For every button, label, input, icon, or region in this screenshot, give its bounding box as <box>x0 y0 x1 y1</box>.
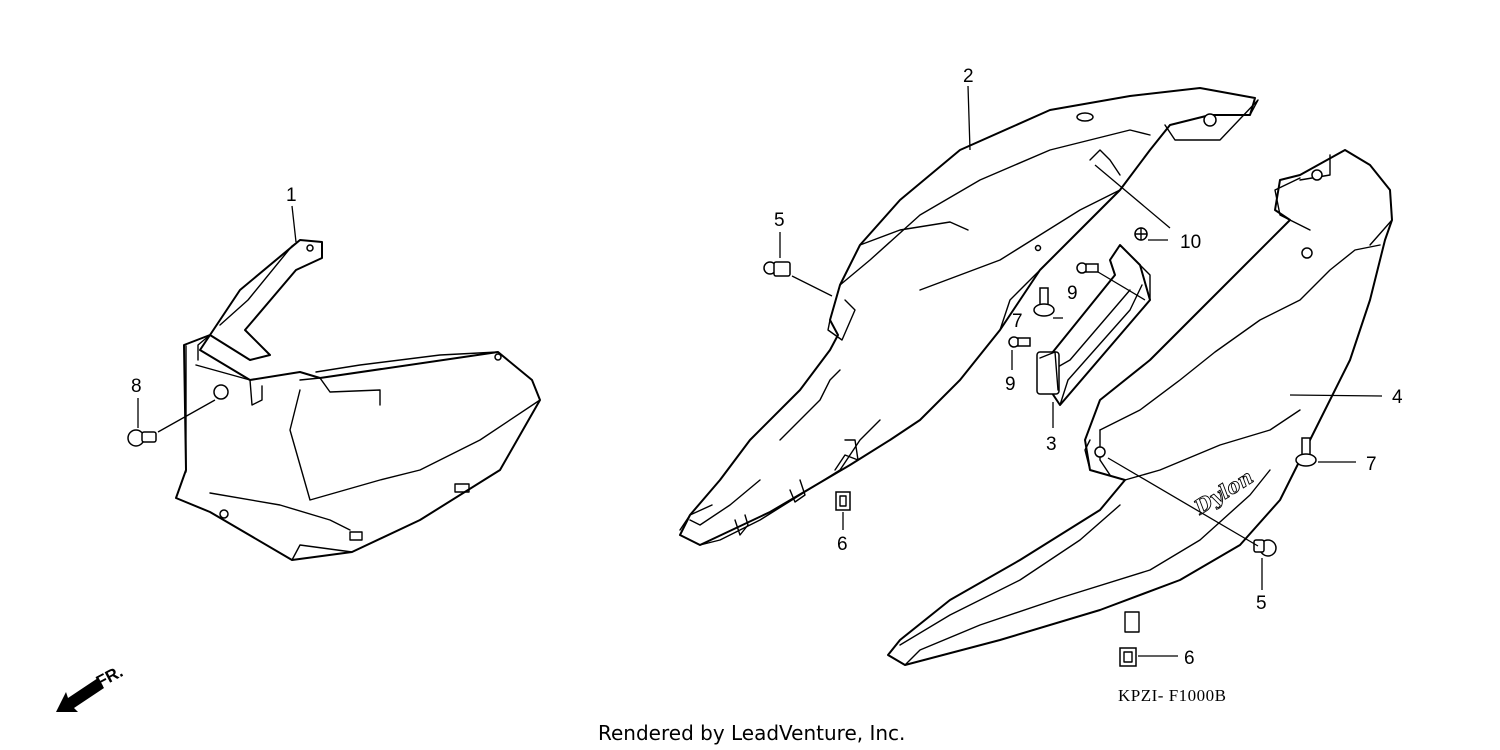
fastener-6-right-nut <box>1119 647 1137 667</box>
fastener-6-left-nut <box>835 491 851 511</box>
part-4-right-body-cover: Dylon <box>887 149 1393 666</box>
fastener-5-upper-clip <box>763 261 791 277</box>
callout-6-left: 6 <box>837 534 848 555</box>
callout-4: 4 <box>1392 387 1403 408</box>
callout-1: 1 <box>286 185 297 206</box>
callout-8: 8 <box>131 376 142 397</box>
part-3-bracket <box>1036 244 1151 406</box>
fastener-9-lower-screw <box>1008 336 1031 348</box>
fastener-9-upper-screw <box>1076 262 1099 274</box>
credit-text: Rendered by LeadVenture, Inc. <box>598 721 905 745</box>
fastener-10-screw <box>1134 227 1148 241</box>
callout-7-left: 7 <box>1012 311 1023 332</box>
callout-9-lower: 9 <box>1005 374 1016 395</box>
callout-10: 10 <box>1180 232 1201 253</box>
part-1-front-cover <box>175 239 541 561</box>
callout-5-upper: 5 <box>774 210 785 231</box>
front-arrow-icon <box>56 678 104 712</box>
callout-7-right: 7 <box>1366 454 1377 475</box>
leader-lines <box>137 85 1383 657</box>
callout-9-upper: 9 <box>1067 283 1078 304</box>
callout-6-right: 6 <box>1184 648 1195 669</box>
callout-5-lower: 5 <box>1256 593 1267 614</box>
front-direction-arrow: FR. <box>56 662 126 712</box>
fastener-7-right-clip <box>1295 437 1317 467</box>
callout-2: 2 <box>963 66 974 87</box>
fastener-7-left-clip <box>1033 287 1055 317</box>
fastener-8-bolt <box>127 429 157 447</box>
callout-3: 3 <box>1046 434 1057 455</box>
part-2-left-body-cover <box>679 87 1259 546</box>
fastener-5-lower-clip <box>1253 539 1277 557</box>
diagram-code: KPZI- F1000B <box>1118 686 1226 705</box>
